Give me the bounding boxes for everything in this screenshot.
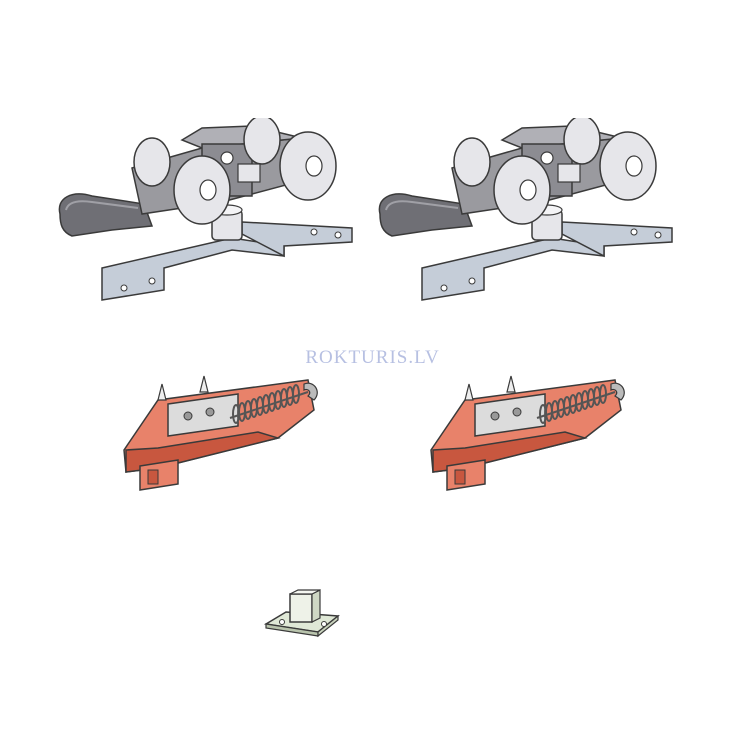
plate-hole — [148, 277, 156, 285]
wheel-front-left-hub — [519, 179, 537, 201]
damper-foot — [139, 459, 179, 491]
damper-catch — [303, 382, 318, 401]
carriage-window — [237, 163, 261, 183]
damper-screw — [490, 411, 500, 421]
floor-guide-fin-side — [311, 589, 321, 623]
damper-plate — [474, 393, 546, 437]
soft-close-damper-right — [430, 375, 625, 491]
lever-arm-highlight — [65, 200, 139, 211]
carriage-pivot — [540, 151, 554, 165]
damper-plate — [167, 393, 239, 437]
floor-guide-hole — [279, 619, 285, 625]
wheel-back-left — [453, 137, 491, 187]
plate-hole — [468, 277, 476, 285]
floor-guide-fin-top — [289, 589, 321, 595]
wheel-back-right — [563, 118, 601, 165]
plate-hole — [440, 284, 448, 292]
floor-guide-fin — [289, 593, 313, 623]
damper-slot — [147, 469, 159, 485]
lever-arm — [58, 193, 154, 237]
damper-screw — [512, 407, 522, 417]
wheel-front-right-hub — [305, 155, 323, 177]
roller-carriage-right — [378, 118, 673, 301]
roller-carriage-left — [58, 118, 353, 301]
plate-hole — [120, 284, 128, 292]
floor-guide-base-edge-side — [317, 614, 339, 638]
soft-close-damper-left — [123, 375, 318, 491]
plate-hole — [334, 231, 342, 239]
damper-screw — [183, 411, 193, 421]
damper-pin — [464, 383, 474, 401]
floor-guide — [263, 589, 340, 638]
carriage-pivot — [220, 151, 234, 165]
wheel-back-right — [243, 118, 281, 165]
damper-pin — [199, 375, 209, 393]
wheel-back-left — [133, 137, 171, 187]
damper-catch — [610, 382, 625, 401]
plate-hole — [310, 228, 318, 236]
floor-guide-hole — [321, 621, 327, 627]
lever-arm-highlight — [385, 200, 459, 211]
mount-plate — [421, 237, 605, 301]
damper-pin — [157, 383, 167, 401]
carriage-window — [557, 163, 581, 183]
spring-coil — [292, 384, 300, 404]
damper-pin — [506, 375, 516, 393]
damper-foot — [446, 459, 486, 491]
spring-coil — [599, 384, 607, 404]
plate-hole — [630, 228, 638, 236]
damper-screw — [205, 407, 215, 417]
mount-plate — [101, 237, 285, 301]
watermark-text: ROKTURIS.LV — [305, 347, 440, 368]
wheel-front-left-hub — [199, 179, 217, 201]
lever-arm — [378, 193, 474, 237]
damper-slot — [454, 469, 466, 485]
plate-hole — [654, 231, 662, 239]
wheel-front-right-hub — [625, 155, 643, 177]
